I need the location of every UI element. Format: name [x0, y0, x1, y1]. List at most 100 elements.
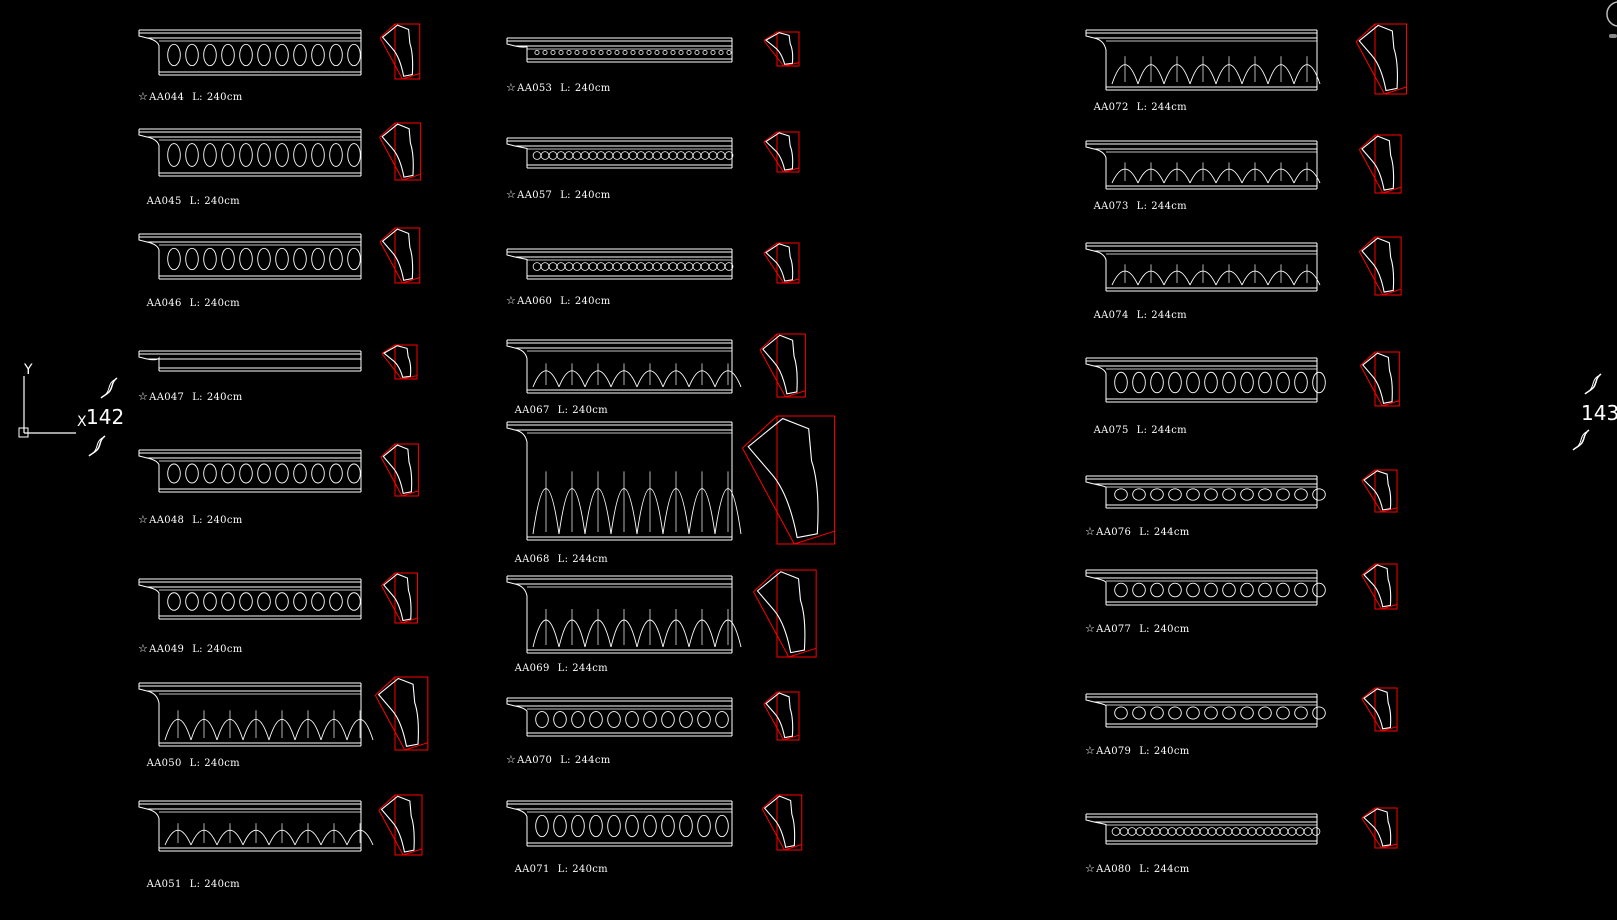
length-prefix: L: [192, 92, 203, 103]
molding-AA077[interactable] [1085, 563, 1398, 610]
molding-AA067[interactable] [506, 333, 806, 398]
star-icon [506, 403, 514, 416]
star-icon [138, 756, 146, 769]
molding-code: AA067 [514, 405, 550, 416]
viewcube-icon[interactable] [1595, 0, 1617, 44]
molding-AA044[interactable] [138, 23, 421, 80]
star-icon [506, 661, 514, 674]
section-profile-AA075 [1359, 351, 1400, 407]
molding-length: 240cm [574, 83, 611, 94]
section-profile-AA049 [381, 572, 418, 624]
length-prefix: L: [560, 755, 571, 766]
molding-length: 240cm [204, 196, 240, 207]
molding-AA070[interactable] [506, 691, 800, 741]
section-profile-AA057 [763, 131, 800, 173]
length-prefix: L: [1136, 201, 1148, 212]
molding-length: 244cm [1151, 310, 1187, 321]
molding-AA049[interactable] [138, 572, 418, 624]
molding-AA079[interactable] [1085, 687, 1398, 732]
star-icon: ☆ [506, 188, 517, 201]
section-profile-AA079 [1361, 687, 1398, 732]
star-icon [138, 194, 146, 207]
molding-length: 244cm [1153, 864, 1190, 875]
molding-length: 240cm [206, 92, 243, 103]
molding-code: AA060 [517, 296, 553, 307]
break-mark-bottom-right [1572, 429, 1590, 451]
molding-AA057[interactable] [506, 131, 800, 173]
section-profile-AA080 [1361, 807, 1398, 849]
molding-AA076[interactable] [1085, 469, 1398, 513]
molding-AA047[interactable] [138, 344, 418, 380]
molding-length: 240cm [204, 879, 240, 890]
break-mark-bottom-left [88, 435, 106, 457]
length-prefix: L: [1136, 310, 1148, 321]
length-prefix: L: [557, 864, 569, 875]
star-icon: ☆ [138, 90, 149, 103]
molding-length: 240cm [574, 190, 611, 201]
length-prefix: L: [557, 405, 569, 416]
molding-length: 240cm [1153, 624, 1190, 635]
molding-code: AA068 [514, 554, 550, 565]
length-prefix: L: [1139, 864, 1150, 875]
molding-label-AA068: AA068 L:244cm [506, 552, 608, 565]
section-profile-AA051 [378, 794, 423, 856]
star-icon [1085, 423, 1093, 436]
molding-length: 240cm [572, 405, 608, 416]
section-profile-AA068 [742, 415, 836, 545]
molding-length: 244cm [572, 663, 608, 674]
molding-length: 244cm [574, 755, 611, 766]
molding-AA075[interactable] [1085, 351, 1400, 407]
molding-AA045[interactable] [138, 122, 422, 181]
star-icon [1085, 308, 1093, 321]
molding-code: AA069 [514, 663, 550, 674]
length-prefix: L: [560, 83, 571, 94]
molding-length: 244cm [572, 554, 608, 565]
star-icon: ☆ [506, 81, 517, 94]
molding-AA050[interactable] [138, 676, 429, 751]
molding-AA074[interactable] [1085, 236, 1402, 296]
molding-AA073[interactable] [1085, 134, 1402, 194]
molding-length: 240cm [206, 644, 243, 655]
molding-AA053[interactable] [506, 31, 800, 67]
star-icon: ☆ [506, 294, 517, 307]
molding-code: AA072 [1093, 102, 1129, 113]
molding-code: AA057 [517, 190, 553, 201]
star-icon: ☆ [138, 642, 149, 655]
page-number-left: 142 [86, 405, 125, 429]
length-prefix: L: [1139, 624, 1150, 635]
molding-length: 240cm [572, 864, 608, 875]
section-profile-AA060 [763, 242, 800, 284]
section-profile-AA047 [381, 344, 418, 380]
molding-AA051[interactable] [138, 794, 423, 856]
molding-code: AA050 [146, 758, 182, 769]
length-prefix: L: [192, 515, 203, 526]
molding-AA060[interactable] [506, 242, 800, 284]
section-profile-AA071 [761, 794, 803, 851]
molding-AA080[interactable] [1085, 807, 1398, 849]
molding-length: 244cm [1151, 201, 1187, 212]
section-profile-AA046 [379, 227, 421, 284]
section-profile-AA044 [379, 23, 421, 80]
length-prefix: L: [560, 190, 571, 201]
molding-code: AA046 [146, 298, 182, 309]
length-prefix: L: [1139, 527, 1150, 538]
molding-AA069[interactable] [506, 569, 817, 658]
molding-AA068[interactable] [506, 415, 836, 545]
length-prefix: L: [1136, 102, 1148, 113]
length-prefix: L: [557, 554, 569, 565]
molding-AA048[interactable] [138, 443, 419, 497]
molding-AA072[interactable] [1085, 23, 1407, 95]
molding-AA046[interactable] [138, 227, 421, 284]
length-prefix: L: [557, 663, 569, 674]
molding-code: AA073 [1093, 201, 1129, 212]
molding-code: AA045 [146, 196, 182, 207]
molding-code: AA053 [517, 83, 553, 94]
molding-AA071[interactable] [506, 794, 803, 851]
